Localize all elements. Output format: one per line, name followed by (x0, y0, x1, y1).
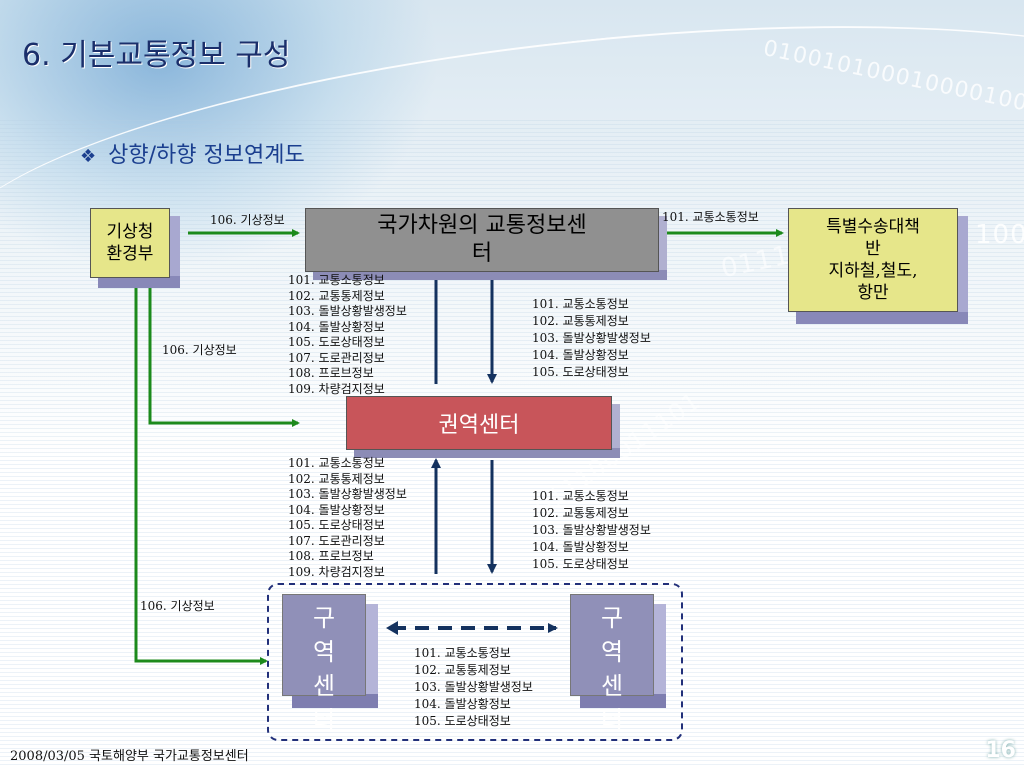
edge-label-district-exchange: 101. 교통소통정보 102. 교통통제정보 103. 돌발상황발생정보 10… (414, 646, 533, 728)
slide-footer: 2008/03/05 국토해양부 국가교통정보센터 (10, 749, 249, 764)
node-district-center-b-label: 구 역 센 터 (570, 594, 654, 734)
arrow-weather-to-district (134, 288, 268, 665)
arrow-weather-to-regional (148, 288, 300, 427)
edge-label-weather-to-national: 106. 기상정보 (210, 213, 285, 227)
node-weather-label: 기상청 환경부 (90, 208, 170, 278)
node-special-transport-label: 특별수송대책 반 지하철,철도, 항만 (788, 208, 958, 312)
edge-label-weather-to-district: 106. 기상정보 (140, 599, 215, 613)
edge-label-regional-down: 101. 교통소통정보 102. 교통통제정보 103. 돌발상황발생정보 10… (532, 489, 651, 571)
node-regional-center-label: 권역센터 (346, 396, 612, 450)
node-national-center-label: 국가차원의 교통정보센 터 (305, 208, 659, 272)
diamond-bullet-icon: ❖ (80, 146, 97, 167)
district-group-border (267, 583, 683, 741)
edge-label-weather-to-regional: 106. 기상정보 (162, 343, 237, 357)
slide-title: 6. 기본교통정보 구성 (22, 38, 291, 73)
slide-subtitle: ❖ 상향/하향 정보연계도 (80, 137, 305, 169)
edge-label-national-down: 101. 교통소통정보 102. 교통통제정보 103. 돌발상황발생정보 10… (532, 297, 651, 379)
edge-label-district-up: 101. 교통소통정보 102. 교통통제정보 103. 돌발상황발생정보 10… (288, 456, 407, 579)
subtitle-text: 상향/하향 정보연계도 (108, 143, 305, 168)
edge-label-regional-up: 101. 교통소통정보 102. 교통통제정보 103. 돌발상황발생정보 10… (288, 273, 407, 396)
binary-decoration: 100 (975, 220, 1024, 250)
node-district-center-a-label: 구 역 센 터 (282, 594, 366, 734)
page-number: 16 (985, 738, 1016, 763)
edge-label-national-to-special: 101. 교통소통정보 (662, 210, 759, 224)
